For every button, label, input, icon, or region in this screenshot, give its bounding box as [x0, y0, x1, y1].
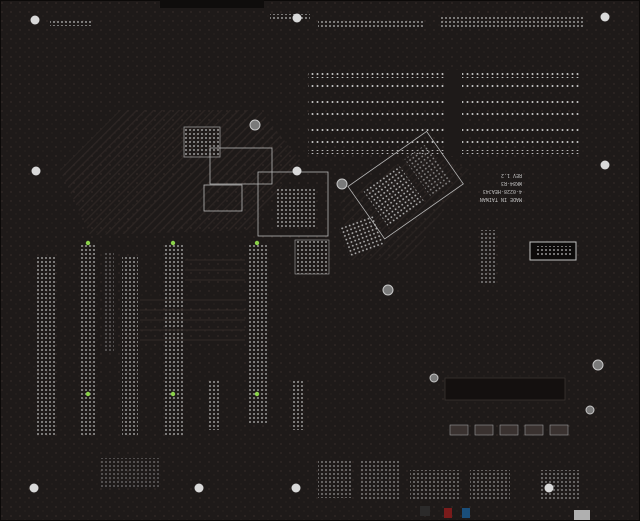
southbridge-pins [404, 144, 453, 197]
mount-hole [292, 13, 302, 23]
cpu-outline [209, 147, 273, 185]
led-3 [254, 240, 260, 246]
jack-3 [462, 508, 470, 518]
bottom-io-pads [100, 458, 580, 500]
right-edge-pins [622, 30, 632, 290]
top-header-left [50, 20, 92, 26]
southbridge-outline [347, 130, 464, 240]
silk-line-2: 4-0228-HEAJ43 [483, 188, 522, 194]
top-header-mid [318, 20, 424, 27]
mount-hole [194, 483, 204, 493]
jack-4 [574, 510, 590, 520]
chip-outline-2 [203, 184, 243, 212]
io-pad-3 [410, 470, 460, 500]
silk-line-3: WK84-R3 [501, 180, 522, 186]
mount-hole [31, 166, 41, 176]
jack-2 [444, 508, 452, 518]
silk-line-4: REV 1.2 [501, 172, 522, 178]
diagonal-trace-field [60, 110, 300, 235]
status-leds [85, 240, 260, 397]
mount-hole [29, 483, 39, 493]
top-header-small [270, 14, 310, 20]
dimm-key-gap [444, 70, 462, 156]
cpu-chip-footprint [183, 126, 221, 158]
bottom-right-components [449, 424, 569, 436]
sata-pins [535, 246, 571, 256]
led-6 [254, 391, 260, 397]
mount-hole [291, 483, 301, 493]
pcie-slot-short-1 [209, 380, 221, 430]
led-4 [85, 391, 91, 397]
southbridge-bga [363, 165, 425, 227]
pcie-slot-1 [37, 255, 55, 435]
top-header-right [440, 15, 584, 27]
screw-pad [249, 119, 261, 131]
io-pad-4 [470, 470, 510, 500]
led-2 [170, 240, 176, 246]
mount-hole [544, 483, 554, 493]
dimm-slot-solder-rows [308, 70, 580, 156]
io-pad-2 [360, 460, 400, 500]
pcie-slot-short-2 [293, 380, 305, 430]
led-1 [85, 240, 91, 246]
sb-lower-bga [338, 214, 386, 258]
screw-pad [429, 373, 439, 383]
led-5 [170, 391, 176, 397]
mount-hole [600, 12, 610, 22]
io-pad-6 [100, 458, 160, 488]
screw-pad [336, 178, 348, 190]
audio-jack-stubs [420, 506, 590, 520]
pcie-side-column [104, 252, 114, 352]
header-vertical [480, 230, 496, 285]
screw-pad [382, 284, 394, 296]
pcie-slot-5 [249, 245, 267, 425]
jack-1 [420, 506, 430, 516]
screw-pads [249, 119, 604, 415]
top-io-bracket [160, 0, 264, 8]
silkscreen-text-block: MADE IN TAIWAN 4-0228-HEAJ43 WK84-R3 REV… [480, 172, 522, 202]
mount-hole [600, 160, 610, 170]
chipset-bga [276, 188, 316, 228]
southbridge-block [347, 130, 464, 240]
mounting-holes [29, 12, 610, 493]
io-pad-1 [318, 460, 352, 498]
mount-hole [30, 15, 40, 25]
silk-line-1: MADE IN TAIWAN [480, 196, 522, 202]
pcie-slot-2 [79, 245, 97, 435]
pcie-slot-3 [122, 255, 138, 435]
screw-pad [585, 405, 595, 415]
screw-pad [592, 359, 604, 371]
slot-trace-bundle [140, 259, 245, 341]
vrm-pad-row [444, 377, 566, 401]
small-bga [294, 239, 330, 275]
mount-hole [292, 166, 302, 176]
